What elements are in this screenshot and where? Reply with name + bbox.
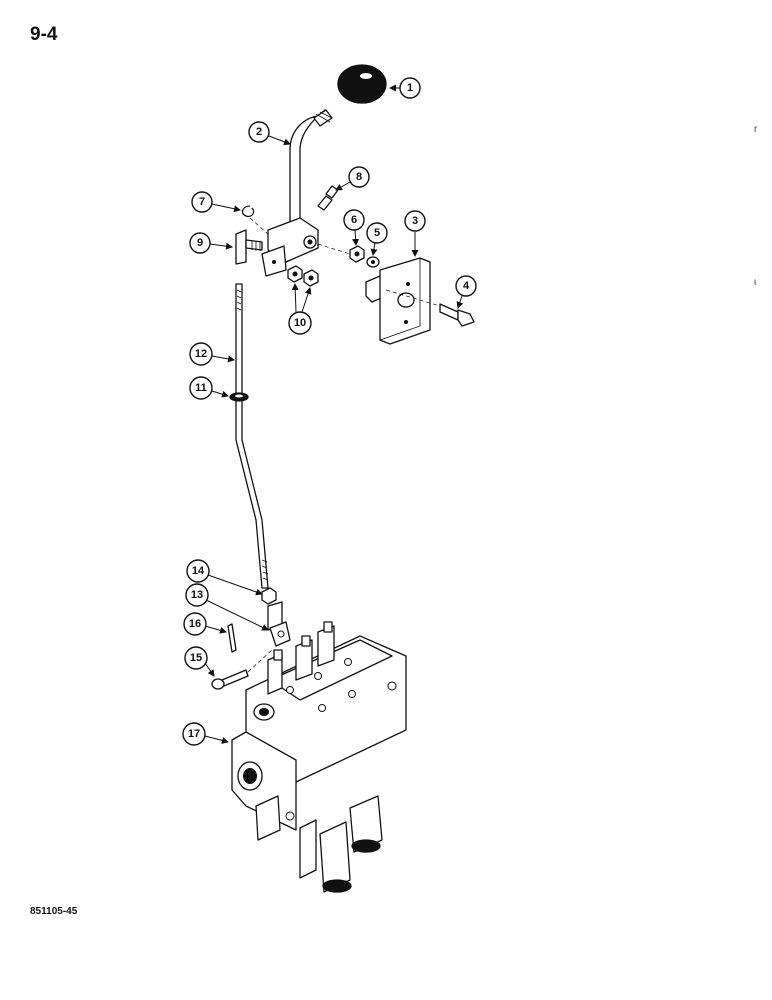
callout-16: 16 <box>183 612 227 636</box>
margin-mark: ι <box>754 277 756 288</box>
callout-1-label: 1 <box>407 82 413 94</box>
margin-mark: r <box>754 124 758 135</box>
callout-6: 6 <box>343 209 365 246</box>
callout-4: 4 <box>455 275 477 309</box>
capscrew-part <box>439 303 475 327</box>
callout-11-label: 11 <box>195 382 207 394</box>
clevis-part <box>267 601 291 647</box>
callout-10-label: 10 <box>294 317 306 329</box>
page-number: 9-4 <box>30 24 58 45</box>
control-valve-part <box>231 621 407 893</box>
callout-10: 10 <box>288 283 312 335</box>
callout-3-label: 3 <box>412 215 418 227</box>
callout-9-label: 9 <box>197 237 203 249</box>
nut-washer-part <box>349 245 380 268</box>
callout-17: 17 <box>182 722 229 746</box>
callout-15: 15 <box>184 646 215 677</box>
lever-block-part <box>261 217 319 277</box>
callout-8: 8 <box>335 166 370 191</box>
rod-nut-part <box>261 587 277 605</box>
callout-11: 11 <box>189 376 229 400</box>
callout-14: 14 <box>186 559 263 596</box>
callout-6-label: 6 <box>351 214 357 226</box>
cotter-pin-part <box>227 623 237 653</box>
callout-9: 9 <box>189 232 233 254</box>
callout-3: 3 <box>404 210 426 257</box>
knob-part <box>337 64 387 104</box>
pivot-pin-part <box>235 229 263 265</box>
lever-part <box>289 109 333 233</box>
callout-15-label: 15 <box>190 652 202 664</box>
mounting-plate-part <box>365 257 431 345</box>
control-rod-part <box>229 283 269 589</box>
locknuts-part <box>287 265 319 287</box>
snap-ring-part <box>241 205 255 218</box>
callout-16-label: 16 <box>189 618 201 630</box>
figure-code: 851105-45 <box>30 906 78 917</box>
callout-2: 2 <box>248 121 291 146</box>
callout-17-label: 17 <box>188 728 200 740</box>
callout-14-label: 14 <box>192 565 205 577</box>
callout-5: 5 <box>366 222 388 256</box>
clevis-pin-part <box>211 669 249 690</box>
callout-1: 1 <box>389 77 421 99</box>
callout-7-label: 7 <box>199 196 205 208</box>
callout-13-label: 13 <box>191 589 203 601</box>
callout-12-label: 12 <box>195 348 207 360</box>
grease-fitting-part <box>317 185 339 211</box>
callout-8-label: 8 <box>356 171 362 183</box>
callout-5-label: 5 <box>374 227 380 239</box>
callout-13: 13 <box>185 583 269 631</box>
callout-7: 7 <box>191 191 241 213</box>
callout-12: 12 <box>189 342 235 366</box>
callout-4-label: 4 <box>463 280 470 292</box>
callout-2-label: 2 <box>256 126 262 138</box>
